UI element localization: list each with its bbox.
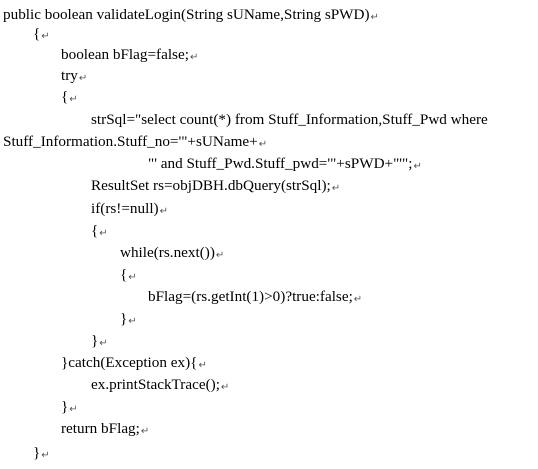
code-line-text: { (61, 88, 69, 105)
code-line-text: }catch(Exception ex){ (61, 354, 198, 371)
code-line: {↵ (61, 88, 78, 106)
paragraph-mark-icon: ↵ (198, 360, 207, 371)
code-line-text: { (33, 25, 41, 42)
paragraph-mark-icon: ↵ (41, 450, 50, 461)
code-line-text: { (120, 266, 128, 283)
code-line-text: } (33, 444, 41, 461)
code-line: }↵ (33, 444, 50, 462)
code-line-text: public boolean validateLogin(String sUNa… (3, 6, 370, 23)
paragraph-mark-icon: ↵ (413, 161, 422, 172)
code-line-text: if(rs!=null) (91, 200, 159, 217)
code-line-text: Stuff_Information.Stuff_no='"+sUName+ (3, 133, 258, 150)
code-line-text: } (91, 332, 99, 349)
paragraph-mark-icon: ↵ (99, 338, 108, 349)
code-line-text: bFlag=(rs.getInt(1)>0)?true:false; (148, 288, 353, 305)
paragraph-mark-icon: ↵ (69, 404, 78, 415)
code-line: }↵ (61, 398, 78, 416)
code-line: if(rs!=null)↵ (91, 200, 168, 218)
code-line: {↵ (33, 25, 50, 43)
code-line-text: boolean bFlag=false; (61, 46, 189, 63)
paragraph-mark-icon: ↵ (215, 250, 225, 261)
paragraph-mark-icon: ↵ (331, 183, 341, 194)
code-line-text: while(rs.next()) (120, 244, 215, 261)
code-line-text: } (120, 310, 128, 327)
paragraph-mark-icon: ↵ (69, 94, 78, 105)
paragraph-mark-icon: ↵ (220, 382, 230, 393)
code-line: bFlag=(rs.getInt(1)>0)?true:false;↵ (148, 288, 362, 306)
paragraph-mark-icon: ↵ (140, 426, 150, 437)
code-line: }↵ (91, 332, 108, 350)
code-line-text: strSql="select count(*) from Stuff_Infor… (91, 111, 488, 128)
code-line: boolean bFlag=false;↵ (61, 46, 198, 64)
code-line: Stuff_Information.Stuff_no='"+sUName+↵ (3, 133, 267, 151)
paragraph-mark-icon: ↵ (353, 294, 363, 305)
code-line: return bFlag;↵ (61, 420, 149, 438)
code-line-text: "' and Stuff_Pwd.Stuff_pwd='"+sPWD+"'"; (148, 155, 413, 172)
paragraph-mark-icon: ↵ (128, 272, 137, 283)
code-line-text: { (91, 222, 99, 239)
code-line: }↵ (120, 310, 137, 328)
code-line: ex.printStackTrace();↵ (91, 376, 229, 394)
code-line: while(rs.next())↵ (120, 244, 224, 262)
code-line: strSql="select count(*) from Stuff_Infor… (91, 111, 488, 129)
code-line-text: ResultSet rs=objDBH.dbQuery(strSql); (91, 177, 331, 194)
paragraph-mark-icon: ↵ (258, 139, 268, 150)
code-line: public boolean validateLogin(String sUNa… (3, 6, 379, 24)
code-line-text: return bFlag; (61, 420, 140, 437)
code-line: }catch(Exception ex){↵ (61, 354, 207, 372)
code-line: {↵ (91, 222, 108, 240)
paragraph-mark-icon: ↵ (41, 31, 50, 42)
code-line: ResultSet rs=objDBH.dbQuery(strSql);↵ (91, 177, 340, 195)
paragraph-mark-icon: ↵ (99, 228, 108, 239)
code-line-text: } (61, 398, 69, 415)
paragraph-mark-icon: ↵ (159, 206, 169, 217)
code-line-text: ex.printStackTrace(); (91, 376, 220, 393)
paragraph-mark-icon: ↵ (78, 73, 88, 84)
paragraph-mark-icon: ↵ (128, 316, 137, 327)
paragraph-mark-icon: ↵ (189, 52, 199, 63)
code-line: {↵ (120, 266, 137, 284)
code-line: "' and Stuff_Pwd.Stuff_pwd='"+sPWD+"'";↵ (148, 155, 422, 173)
code-line-text: try (61, 67, 78, 84)
code-line: try↵ (61, 67, 87, 85)
paragraph-mark-icon: ↵ (370, 12, 379, 23)
